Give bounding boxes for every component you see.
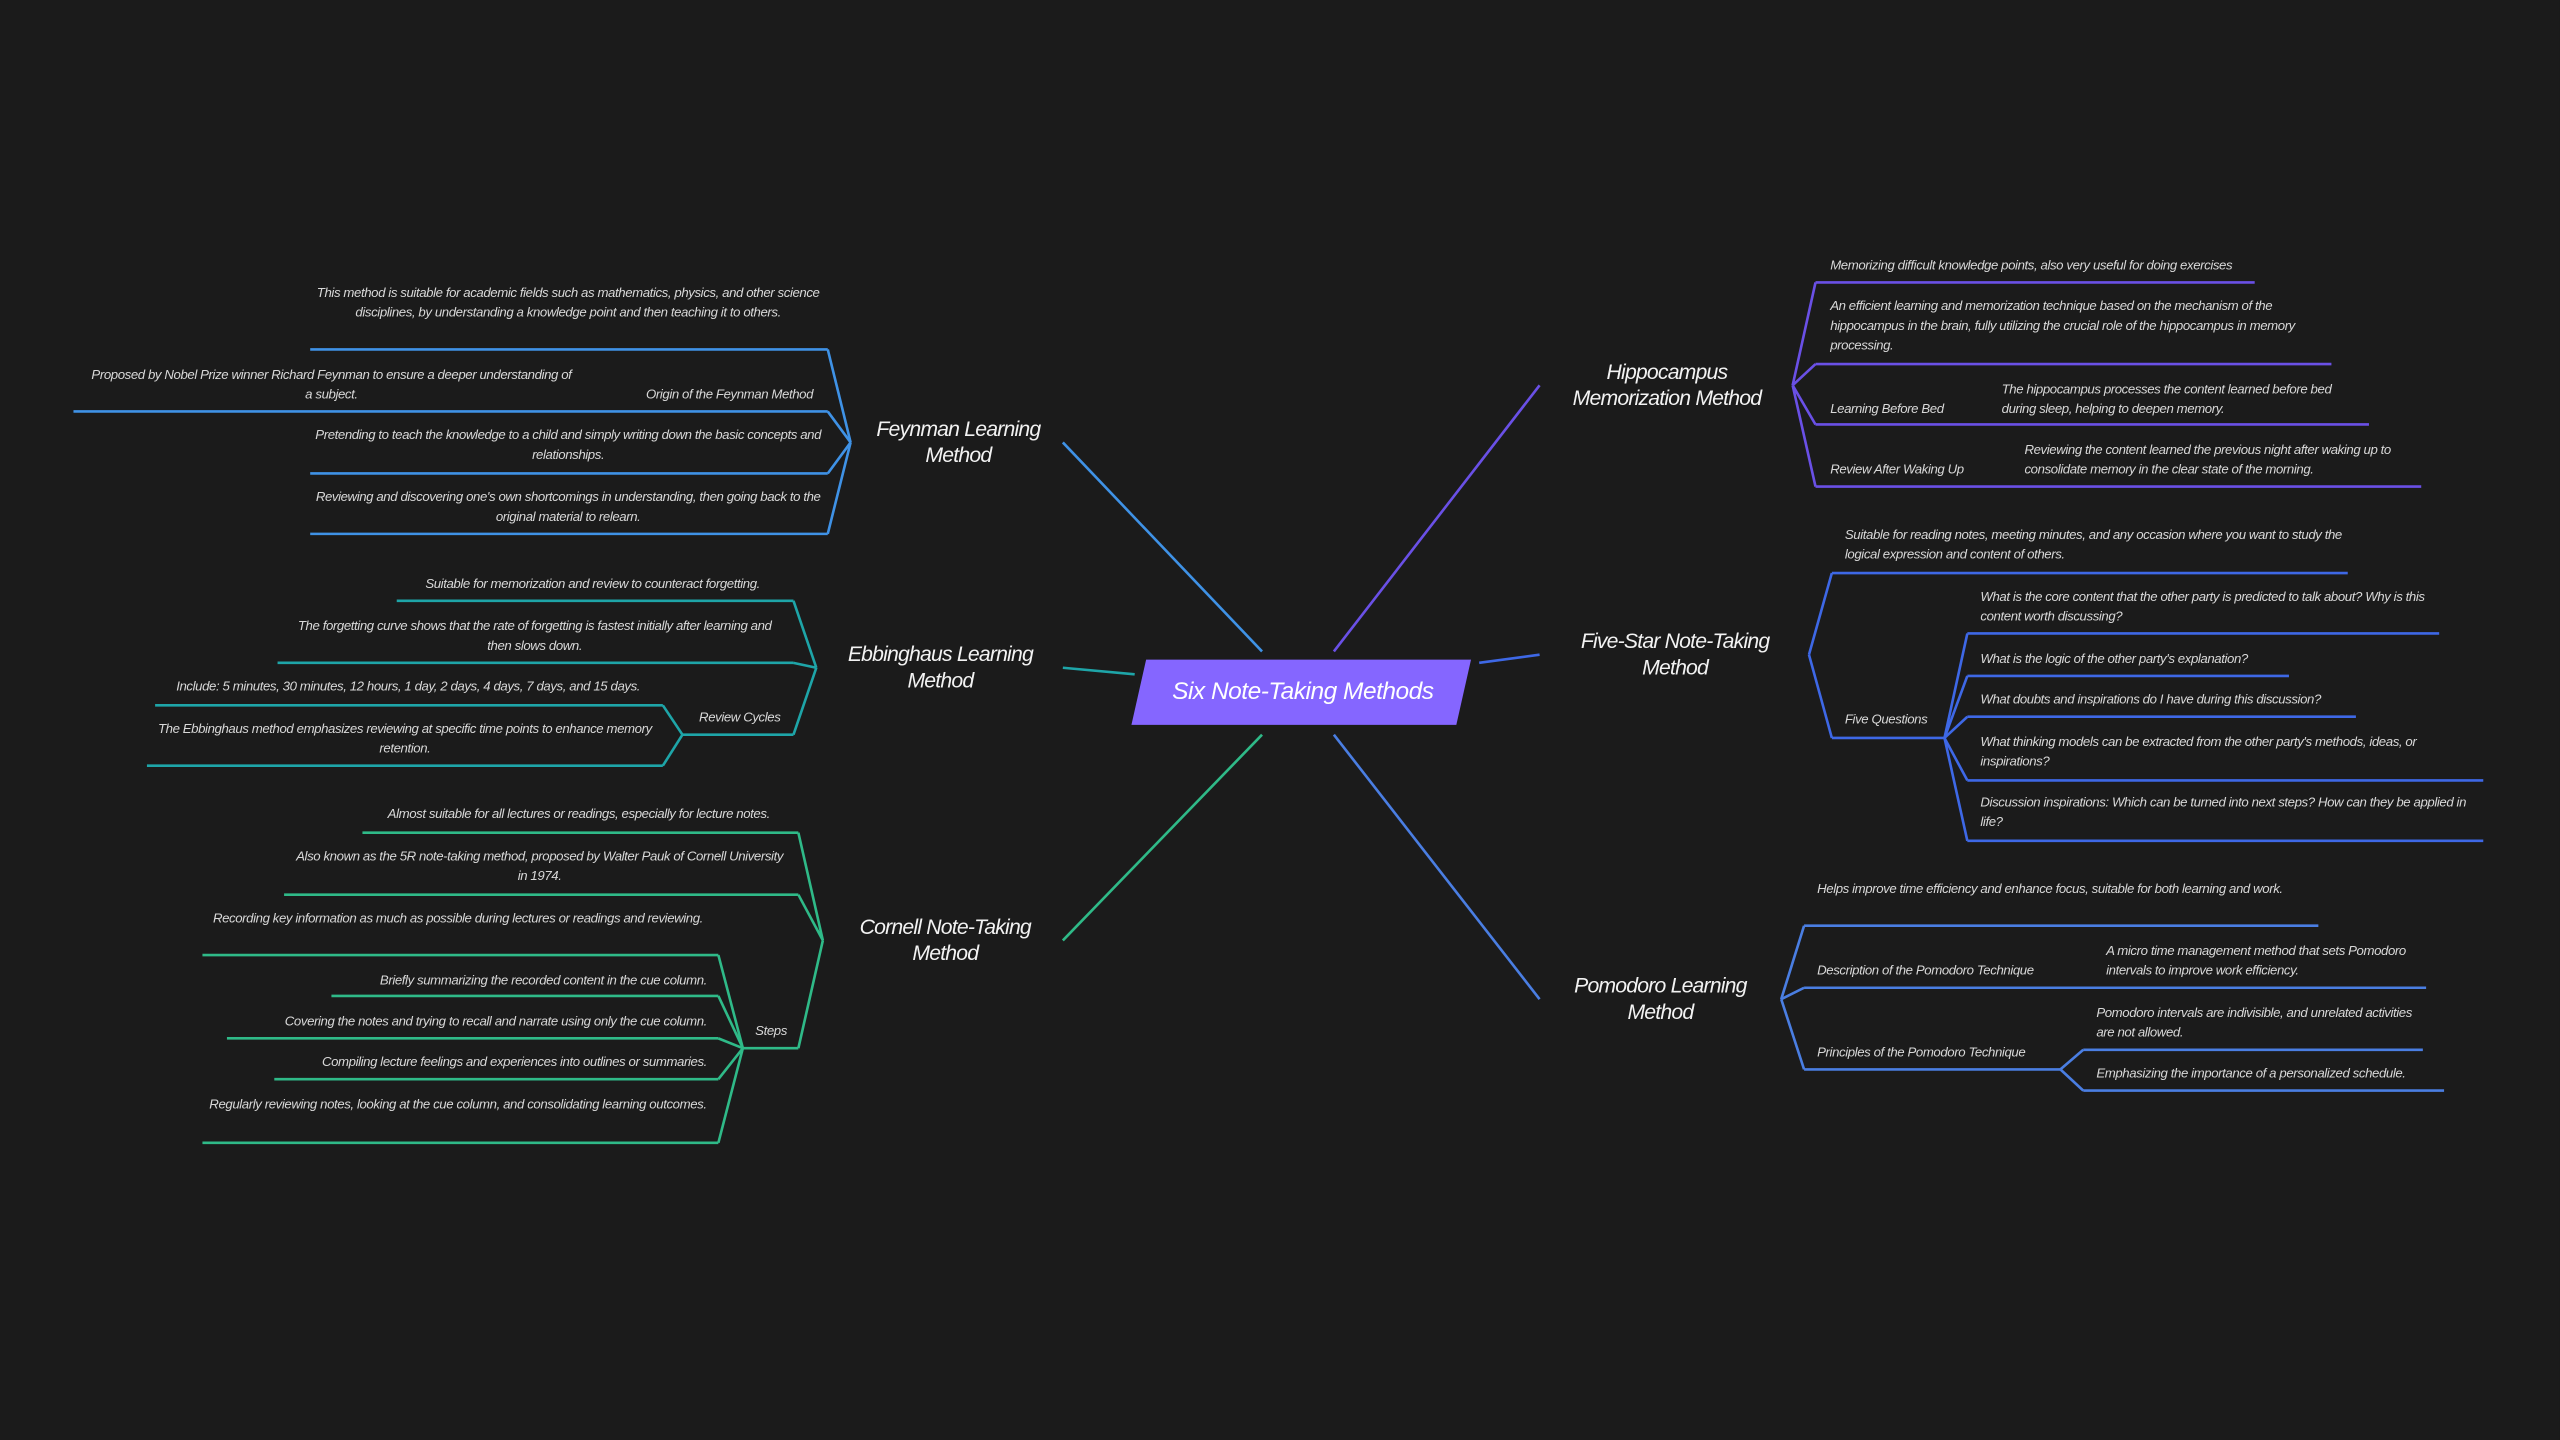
branch-topic-2[interactable]: Cornell Note-Taking Method bbox=[859, 914, 1032, 965]
item-connector bbox=[1779, 998, 1806, 1070]
child-connector bbox=[717, 1047, 744, 1080]
leaf-note[interactable]: Briefly summarizing the recorded content… bbox=[379, 973, 707, 988]
item-connector bbox=[1791, 385, 1817, 487]
child-connector bbox=[1943, 737, 1969, 842]
leaf-note[interactable]: Almost suitable for all lectures or read… bbox=[387, 806, 771, 822]
item-connector bbox=[797, 832, 825, 941]
leaf-note[interactable]: Include: 5 minutes, 30 minutes, 12 hours… bbox=[176, 679, 641, 694]
leaf-note[interactable]: Regularly reviewing notes, looking at th… bbox=[209, 1097, 707, 1112]
item-connector bbox=[1807, 572, 1834, 656]
leaf-note[interactable]: Pomodoro intervals are indivisible, and … bbox=[2096, 1005, 2412, 1040]
leaf-note[interactable]: The hippocampus processes the content le… bbox=[2001, 382, 2332, 417]
leaf-note[interactable]: Suitable for reading notes, meeting minu… bbox=[1844, 527, 2342, 562]
topic-connector bbox=[1332, 384, 1541, 653]
leaf-note[interactable]: What is the core content that the other … bbox=[1980, 589, 2425, 624]
leaf-note[interactable]: Emphasizing the importance of a personal… bbox=[2096, 1066, 2406, 1081]
topic-connector bbox=[1061, 441, 1263, 653]
branch-topic-5[interactable]: Pomodoro Learning Method bbox=[1574, 973, 1747, 1024]
leaf-note[interactable]: Discussion inspirations: Which can be tu… bbox=[1980, 795, 2467, 830]
leaf-note[interactable]: An efficient learning and memorization t… bbox=[1830, 298, 2295, 353]
item-connector bbox=[1779, 925, 1806, 1000]
branch-topic-1[interactable]: Ebbinghaus Learning Method bbox=[847, 641, 1034, 693]
leaf-note[interactable]: What doubts and inspirations do I have d… bbox=[1980, 692, 2321, 707]
child-connector bbox=[1943, 633, 1969, 739]
subtopic-label[interactable]: Learning Before Bed bbox=[1830, 401, 1944, 417]
item-connector bbox=[826, 441, 852, 475]
item-connector bbox=[1780, 986, 1805, 1001]
item-connector bbox=[797, 940, 825, 1049]
leaf-note[interactable]: The forgetting curve shows that the rate… bbox=[297, 618, 772, 654]
leaf-note[interactable]: Recording key information as much as pos… bbox=[212, 911, 703, 926]
subtopic-label[interactable]: Review After Waking Up bbox=[1830, 462, 1964, 477]
leaf-note[interactable]: Pretending to teach the knowledge to a c… bbox=[315, 427, 822, 463]
subtopic-label[interactable]: Description of the Pomodoro Technique bbox=[1817, 963, 2034, 978]
item-connector bbox=[1791, 384, 1817, 426]
item-connector bbox=[797, 894, 825, 942]
item-connector bbox=[826, 410, 852, 444]
subtopic-label[interactable]: Steps bbox=[755, 1023, 787, 1039]
child-connector bbox=[717, 995, 745, 1049]
subtopic-label[interactable]: Principles of the Pomodoro Technique bbox=[1817, 1044, 2026, 1060]
leaf-note[interactable]: A micro time management method that sets… bbox=[2106, 943, 2406, 978]
branch-topic-0[interactable]: Feynman Learning Method bbox=[876, 416, 1041, 467]
leaf-note[interactable]: Reviewing the content learned the previo… bbox=[2024, 442, 2391, 477]
branch-topic-3[interactable]: Hippocampus Memorization Method bbox=[1572, 359, 1762, 410]
topic-connector bbox=[1061, 733, 1263, 942]
item-connector bbox=[826, 442, 852, 535]
item-connector bbox=[1807, 654, 1834, 739]
child-connector bbox=[2059, 1068, 2085, 1092]
child-connector bbox=[661, 733, 684, 767]
leaf-note[interactable]: Covering the notes and trying to recall … bbox=[284, 1013, 708, 1029]
item-connector bbox=[826, 349, 852, 443]
topic-connector bbox=[1062, 666, 1135, 676]
leaf-note[interactable]: The Ebbinghaus method emphasizes reviewi… bbox=[157, 721, 652, 756]
subtopic-label[interactable]: Five Questions bbox=[1844, 711, 1928, 727]
leaf-note[interactable]: Suitable for memorization and review to … bbox=[425, 576, 760, 592]
central-topic-shape[interactable] bbox=[1131, 659, 1472, 725]
subtopic-label[interactable]: Origin of the Feynman Method bbox=[645, 386, 814, 402]
child-connector bbox=[1943, 715, 1969, 739]
leaf-note[interactable]: Also known as the 5R note-taking method,… bbox=[296, 848, 784, 884]
item-connector bbox=[792, 600, 818, 669]
leaf-note[interactable]: Memorizing difficult knowledge points, a… bbox=[1830, 257, 2233, 273]
topic-connector bbox=[1479, 653, 1540, 665]
leaf-note[interactable]: What thinking models can be extracted fr… bbox=[1980, 734, 2417, 769]
item-connector bbox=[793, 661, 817, 670]
child-connector bbox=[717, 1037, 744, 1050]
central-topic[interactable]: Six Note-Taking Methods bbox=[1172, 677, 1434, 706]
child-connector bbox=[1943, 737, 1969, 782]
leaf-note[interactable]: Reviewing and discovering one's own shor… bbox=[315, 489, 821, 525]
child-connector bbox=[1943, 675, 1969, 739]
child-connector bbox=[2059, 1048, 2085, 1071]
leaf-note[interactable]: This method is suitable for academic fie… bbox=[316, 285, 820, 320]
child-connector bbox=[717, 1047, 745, 1144]
topic-connector bbox=[1332, 733, 1541, 1000]
subtopic-label[interactable]: Review Cycles bbox=[699, 710, 781, 725]
leaf-note[interactable]: Compiling lecture feelings and experienc… bbox=[321, 1054, 707, 1070]
child-connector bbox=[661, 704, 684, 736]
leaf-note[interactable]: What is the logic of the other party's e… bbox=[1980, 651, 2248, 667]
item-connector bbox=[792, 667, 818, 736]
item-connector bbox=[1791, 363, 1817, 387]
branch-topic-4[interactable]: Five-Star Note-Taking Method bbox=[1580, 628, 1770, 680]
item-connector bbox=[1791, 282, 1817, 386]
leaf-note[interactable]: Helps improve time efficiency and enhanc… bbox=[1817, 881, 2283, 897]
leaf-note[interactable]: Proposed by Nobel Prize winner Richard F… bbox=[91, 367, 572, 402]
child-connector bbox=[717, 954, 745, 1049]
